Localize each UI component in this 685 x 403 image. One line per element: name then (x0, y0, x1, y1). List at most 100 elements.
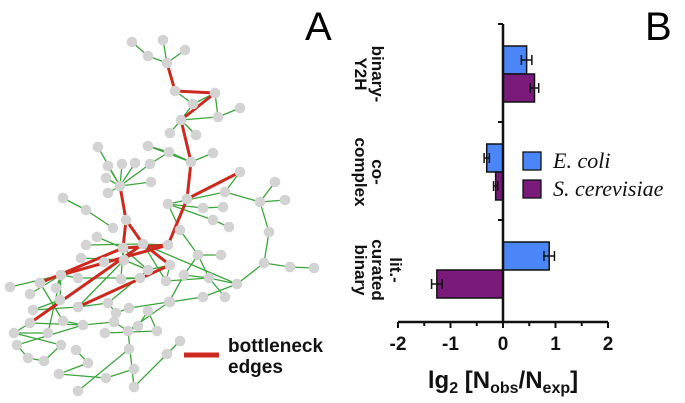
network-node (142, 50, 154, 62)
network-edge (122, 247, 149, 271)
network-node (116, 158, 128, 170)
network-node (120, 214, 132, 226)
network-node (157, 34, 169, 46)
network-node (24, 317, 36, 329)
network-node (219, 291, 231, 303)
network-node (217, 201, 229, 213)
network-node (123, 343, 135, 355)
network-node (118, 254, 130, 266)
network-node (100, 372, 112, 384)
network-node (142, 305, 154, 317)
network-edge (133, 353, 168, 388)
network-node (54, 294, 66, 306)
network-node (27, 304, 39, 316)
bottleneck-edge (174, 89, 216, 95)
network-node (234, 102, 246, 114)
bottleneck-edge (185, 161, 193, 200)
network-node (91, 231, 103, 243)
bottleneck-edge (118, 185, 128, 221)
bottleneck-legend-line1: bottleneck (228, 336, 323, 357)
network-node (98, 256, 110, 268)
bottleneck-edge (186, 170, 241, 201)
legend-label: S. cerevisiae (553, 176, 664, 201)
network-node (151, 325, 163, 337)
network-edge (167, 191, 226, 205)
network-node (134, 272, 146, 284)
network-node (219, 186, 231, 198)
axes (397, 23, 609, 328)
network-node (117, 242, 129, 254)
network-node (163, 296, 175, 308)
network-node (72, 385, 84, 397)
network-node (203, 272, 215, 284)
category-label: lit.- (386, 257, 405, 283)
network-node (72, 301, 84, 313)
bottleneck-edge (77, 263, 171, 309)
bottleneck-edge (166, 198, 189, 246)
network-node (178, 269, 190, 281)
network-node (92, 141, 104, 153)
network-node (110, 307, 122, 319)
error-bars (430, 55, 556, 289)
network-node (128, 381, 140, 393)
network-node (137, 238, 149, 250)
network-edge (39, 282, 64, 322)
panel-b-letter: B (645, 5, 672, 49)
network-node (269, 176, 281, 188)
network-node (129, 157, 141, 169)
network-nodes (4, 34, 320, 397)
network-node (174, 335, 186, 347)
network-edge (77, 348, 130, 392)
panel-b-bar-chart: B binary-Y2Hco-complexlit.-curatedbinary… (351, 5, 672, 397)
network-node (100, 172, 112, 184)
legend-swatch (522, 179, 542, 199)
network-node (57, 315, 69, 327)
bottleneck-edge (39, 246, 124, 285)
network-node (70, 344, 82, 356)
network-node (122, 325, 134, 337)
network-node (197, 202, 209, 214)
network-edge (13, 332, 62, 346)
network-node (164, 127, 176, 139)
network-edge (165, 277, 210, 282)
network-node (279, 194, 291, 206)
network-edge (236, 262, 265, 285)
network-node (231, 278, 243, 290)
network-edge (119, 163, 151, 187)
panel-a-letter: A (305, 5, 332, 49)
network-node (115, 273, 127, 285)
category-label: curated (368, 239, 387, 300)
network-legend: bottleneck edges (184, 336, 323, 378)
x-tick-label: -1 (442, 334, 459, 355)
network-node (263, 226, 275, 238)
bars (436, 45, 550, 299)
network-node (234, 166, 246, 178)
network-edge (142, 243, 238, 285)
network-node (50, 282, 62, 294)
network-edge (167, 203, 214, 221)
network-edge (85, 209, 114, 229)
network-node (22, 352, 34, 364)
network-node (132, 320, 144, 332)
network-node (209, 87, 221, 99)
category-label: Y2H (351, 57, 370, 90)
category-label: binary- (368, 46, 387, 103)
network-node (75, 252, 87, 264)
network-node (55, 269, 67, 281)
network-node (207, 147, 219, 159)
x-tick-label: -2 (390, 334, 407, 355)
category-label: co- (368, 159, 387, 185)
bottleneck-edge (60, 243, 169, 277)
network-node (161, 348, 173, 360)
network-node (11, 339, 23, 351)
network-node (192, 249, 204, 261)
network-node (126, 36, 138, 48)
network-node (164, 259, 176, 271)
network-node (102, 187, 114, 199)
bottleneck-edge (180, 91, 216, 122)
bar (502, 241, 550, 271)
